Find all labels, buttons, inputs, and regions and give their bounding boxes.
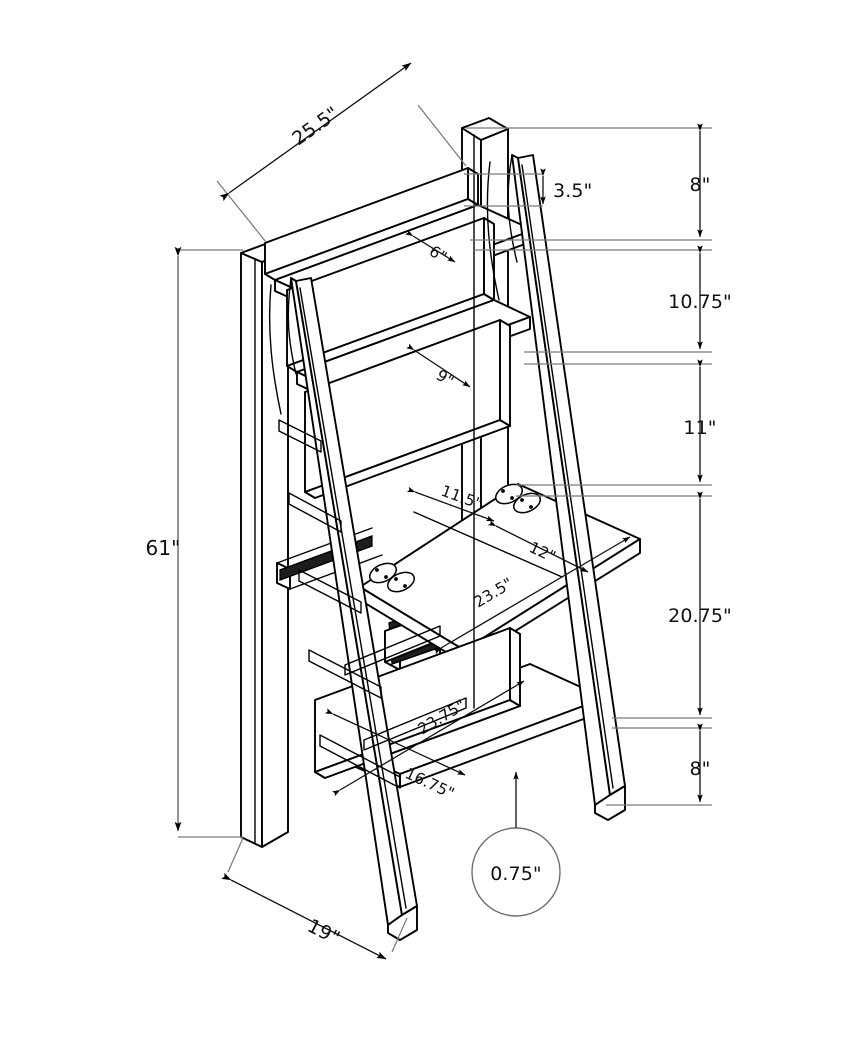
- chain-seg-middle-to-desk: 11": [683, 359, 717, 483]
- chain-seg-top-rail-to-top-shelf: 8": [689, 123, 710, 238]
- dim-label-25-5: 25.5": [288, 103, 343, 151]
- chain-seg-bottom-shelf-to-floor: 8": [689, 723, 710, 803]
- dim-label-chain-10-75: 10.75": [668, 291, 732, 313]
- dim-label-chain-11: 11": [683, 417, 716, 439]
- hinge-lower-left: [369, 562, 415, 593]
- dim-label-chain-8-bottom: 8": [689, 758, 710, 780]
- vertical-dimension-chain: 8" 10.75" 11" 20.75" 8": [466, 123, 732, 806]
- dim-label-3-5: 3.5": [553, 180, 592, 202]
- back-top-rail: [264, 167, 479, 281]
- hinge-upper-right: [495, 483, 541, 514]
- dim-top-rail-height: 3.5": [464, 168, 592, 207]
- chain-seg-desk-to-bottom-shelf: 20.75": [668, 491, 732, 716]
- dim-label-chain-8-top: 8": [689, 174, 710, 196]
- dim-label-chain-20-75: 20.75": [668, 605, 732, 627]
- chain-seg-top-to-middle: 10.75": [668, 245, 732, 350]
- dim-label-0-75: 0.75": [490, 863, 542, 885]
- dim-overall-height: 61": [146, 246, 243, 838]
- dim-panel-thickness-callout: 0.75": [471, 771, 561, 917]
- furniture-assembly: [240, 117, 641, 941]
- left-back-leg: [240, 242, 289, 848]
- dim-label-61: 61": [146, 536, 181, 560]
